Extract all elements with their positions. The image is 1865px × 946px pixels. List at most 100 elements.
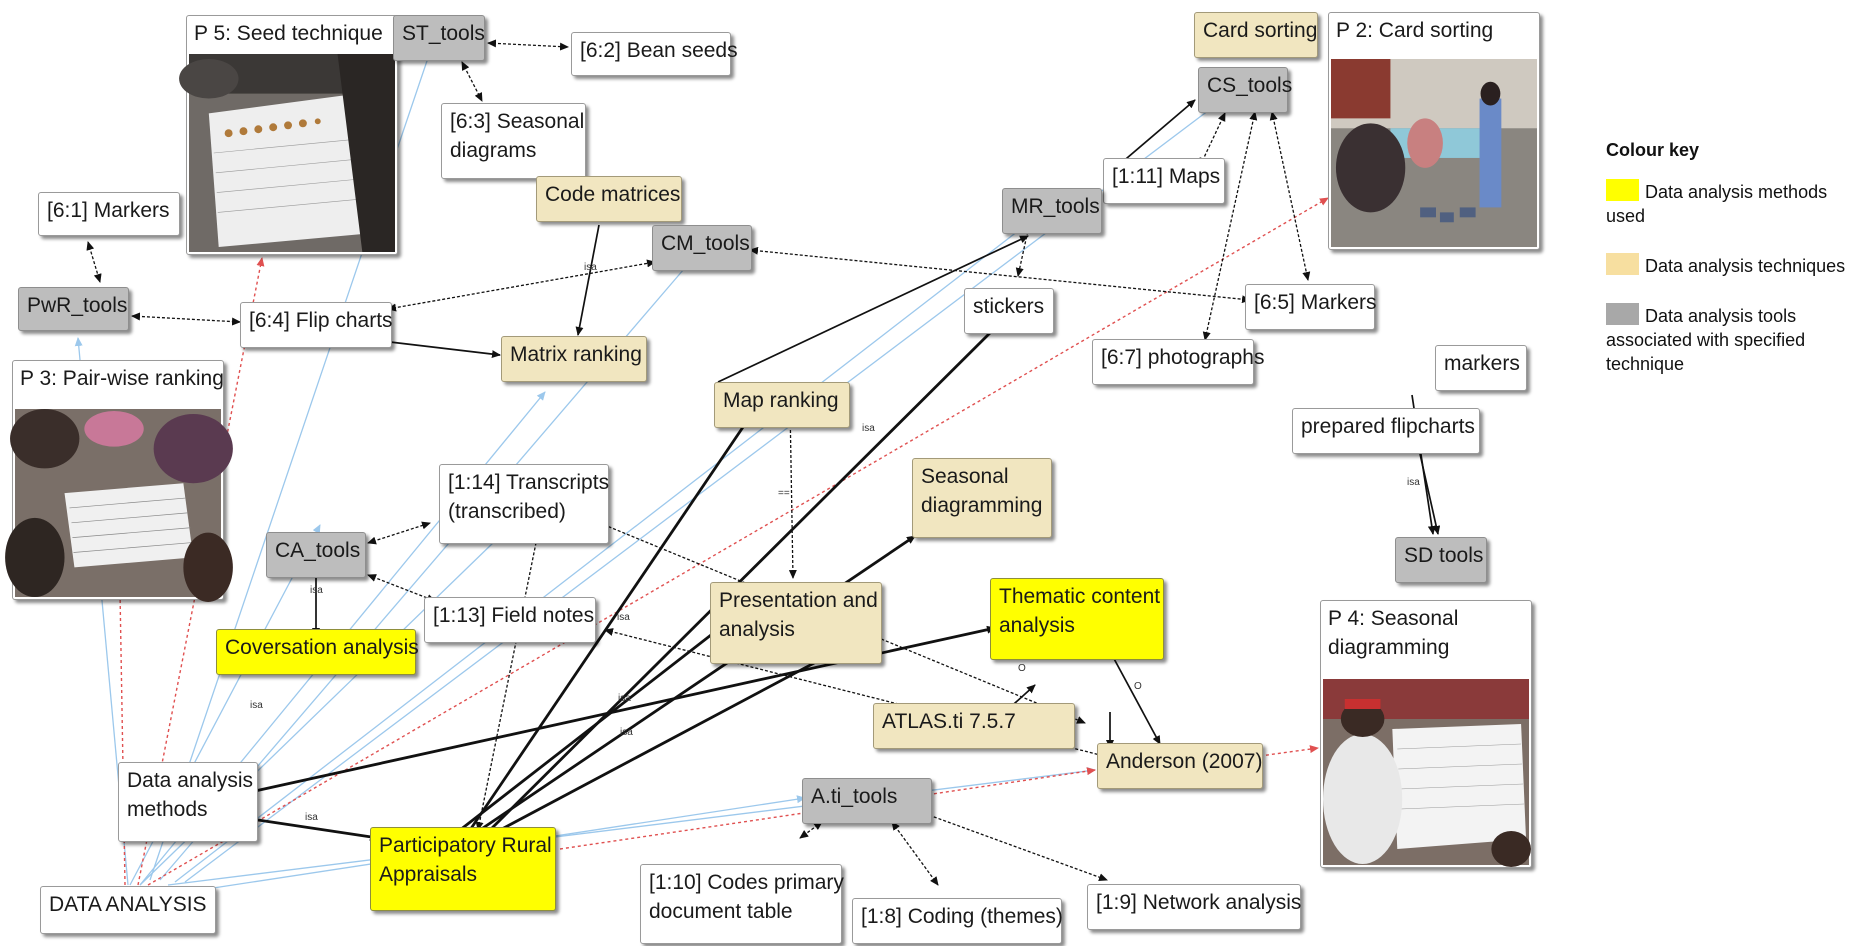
node-ca-tools[interactable]: CA_tools: [266, 532, 366, 578]
node-st-tools[interactable]: ST_tools: [393, 15, 485, 61]
node-transcripts[interactable]: [1:14] Transcripts (transcribed): [439, 464, 609, 544]
node-label: MR_tools: [1011, 195, 1100, 218]
edge-label-o-2: O: [1134, 681, 1142, 692]
edge-label-isa-3: isa: [250, 700, 263, 711]
node-label-line2: Appraisals: [379, 862, 478, 886]
node-maps[interactable]: [1:11] Maps: [1103, 158, 1225, 204]
node-label: PwR_tools: [27, 294, 128, 317]
node-label-line1: Seasonal: [921, 465, 1009, 488]
legend-item-tools: Data analysis tools associated with spec…: [1606, 302, 1865, 377]
node-cm-tools[interactable]: CM_tools: [652, 225, 752, 271]
node-coding-themes[interactable]: [1:8] Coding (themes): [852, 898, 1063, 944]
node-mr-tools[interactable]: MR_tools: [1002, 188, 1102, 234]
edge-label-isa-4: isa: [305, 812, 318, 823]
node-anderson-2007[interactable]: Anderson (2007): [1097, 743, 1263, 789]
node-field-notes[interactable]: [1:13] Field notes: [424, 597, 596, 643]
seed-technique-photo: [179, 54, 395, 252]
node-conversation-analysis[interactable]: Coversation analysis: [216, 629, 419, 675]
node-label: Map ranking: [723, 389, 839, 412]
node-label-line1: Thematic content: [999, 585, 1161, 608]
document-node-p2[interactable]: P 2: Card sorting: [1328, 12, 1540, 250]
node-codes-primary-document-table[interactable]: [1:10] Codes primary document table: [640, 864, 844, 944]
node-label: [6:4] Flip charts: [249, 309, 393, 332]
link-pra-stickers: [489, 322, 1001, 831]
link-flipcharts-sd: [1419, 453, 1441, 535]
link-pra-mapranking: [468, 401, 762, 831]
node-data-analysis[interactable]: DATA ANALYSIS: [40, 886, 216, 934]
node-label: CS_tools: [1207, 74, 1293, 97]
node-label-line2: (transcribed): [448, 499, 566, 523]
link-dam-pra: [257, 818, 379, 841]
node-atlas-ti[interactable]: ATLAS.ti 7.5.7: [873, 703, 1075, 749]
node-label: [1:8] Coding (themes): [861, 905, 1063, 928]
node-matrix-ranking[interactable]: Matrix ranking: [501, 336, 647, 382]
edge-label-isa-5: isa: [617, 612, 630, 623]
node-label-line2: document table: [649, 899, 793, 923]
node-label-line1: [1:14] Transcripts: [448, 471, 610, 494]
legend-label: Data analysis tools associated with spec…: [1606, 305, 1806, 374]
edge-label-isa-1: isa: [584, 262, 597, 273]
node-label-line1: Participatory Rural: [379, 834, 552, 857]
node-bean-seeds[interactable]: [6:2] Bean seeds: [571, 32, 738, 76]
node-label-line2: analysis: [999, 613, 1075, 637]
edge-label-eq: ==: [778, 488, 790, 499]
node-sd-tools[interactable]: SD tools: [1395, 537, 1487, 583]
node-ati-tools[interactable]: A.ti_tools: [802, 778, 932, 824]
legend-item-techniques: Data analysis techniques: [1606, 252, 1865, 279]
node-label-line2: analysis: [719, 617, 795, 641]
node-label-line2: diagrams: [450, 138, 537, 162]
node-label: markers: [1444, 352, 1520, 375]
node-card-sorting[interactable]: Card sorting: [1194, 12, 1318, 58]
node-label: [1:11] Maps: [1112, 165, 1221, 188]
node-label: [6:7] photographs: [1101, 346, 1265, 369]
edge-label-isa-9: isa: [1407, 477, 1420, 488]
legend-swatch-yellow: [1606, 179, 1639, 201]
node-stickers[interactable]: stickers: [964, 288, 1054, 334]
node-markers-65[interactable]: [6:5] Markers: [1245, 284, 1377, 330]
node-pwr-tools[interactable]: PwR_tools: [18, 287, 129, 331]
link-to-anderson: [167, 767, 1096, 886]
document-node-p5[interactable]: P 5: Seed technique: [179, 15, 398, 255]
document-node-p3[interactable]: P 3: Pair-wise ranking: [5, 360, 233, 602]
colour-key-legend: Colour key Data analysis methods used Da…: [1606, 140, 1865, 401]
link-ca-transcripts: [367, 521, 431, 545]
node-label: stickers: [973, 295, 1045, 318]
node-label: prepared flipcharts: [1301, 415, 1475, 438]
link-pwr-flip: [131, 312, 241, 326]
node-markers-61[interactable]: [6:1] Markers: [38, 192, 180, 236]
node-label: [1:13] Field notes: [433, 604, 595, 627]
legend-label: Data analysis methods used: [1606, 182, 1828, 226]
node-label: [1:9] Network analysis: [1096, 891, 1302, 914]
node-flip-charts[interactable]: [6:4] Flip charts: [240, 302, 393, 348]
link-ca-fieldnotes: [367, 574, 436, 602]
node-label: ATLAS.ti 7.5.7: [882, 710, 1016, 733]
legend-label: Data analysis techniques: [1645, 255, 1846, 276]
node-thematic-content-analysis[interactable]: Thematic content analysis: [990, 578, 1164, 660]
node-cs-tools[interactable]: CS_tools: [1198, 67, 1292, 113]
link-thematic-anderson: [1111, 654, 1161, 745]
node-network-analysis[interactable]: [1:9] Network analysis: [1087, 884, 1301, 930]
node-prepared-flipcharts[interactable]: prepared flipcharts: [1292, 408, 1480, 454]
node-label-line1: [1:10] Codes primary: [649, 871, 844, 894]
node-label: DATA ANALYSIS: [49, 893, 207, 916]
link-ati-coding: [891, 821, 939, 886]
node-code-matrices[interactable]: Code matrices: [536, 176, 682, 222]
node-label: Card sorting: [1203, 19, 1318, 42]
node-label-line2: methods: [127, 797, 208, 821]
node-label: CM_tools: [661, 232, 750, 255]
node-label: [6:5] Markers: [1254, 291, 1377, 314]
node-map-ranking[interactable]: Map ranking: [714, 382, 850, 428]
node-markers[interactable]: markers: [1435, 345, 1527, 391]
node-label: SD tools: [1404, 544, 1484, 567]
link-cm-markers65: [749, 246, 1251, 304]
link-red-p4: [1259, 745, 1319, 757]
document-title: P 2: Card sorting: [1336, 19, 1494, 42]
node-label: Coversation analysis: [225, 636, 419, 659]
node-photographs[interactable]: [6:7] photographs: [1092, 339, 1264, 385]
